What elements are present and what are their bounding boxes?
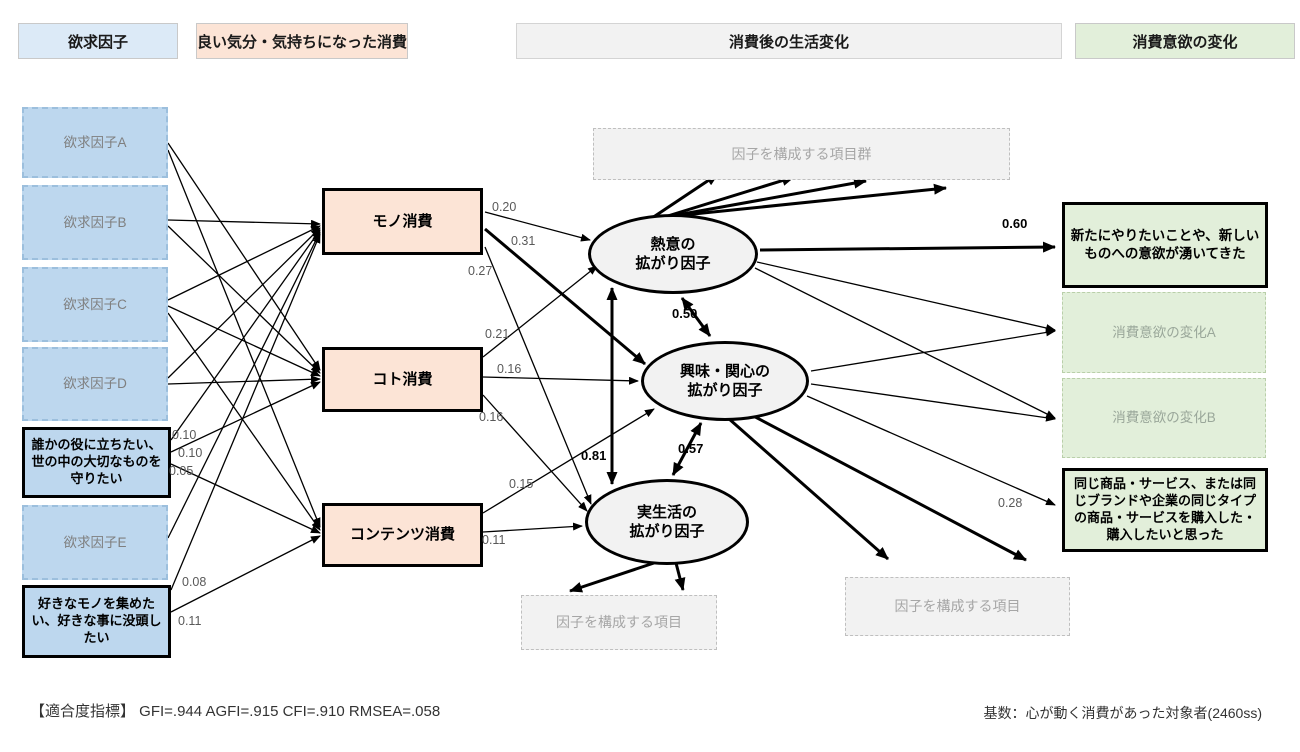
path-arrow [170, 535, 321, 613]
path-arrow [482, 522, 583, 533]
path-arrow [167, 227, 321, 379]
coef-mono-real-life: 0.27 [468, 264, 493, 278]
path-arrow [170, 229, 321, 441]
desire-factor-a-box: 欲求因子A [22, 107, 168, 178]
mono-consumption-box: モノ消費 [322, 188, 483, 255]
coef-collect-contents: 0.11 [178, 614, 202, 628]
willingness-change-b-box: 消費意欲の変化B [1062, 378, 1266, 458]
coef-contents-real-life: 0.11 [482, 533, 506, 547]
repurchase-box: 同じ商品・サービス、または同じブランドや企業の同じタイプの商品・サービスを購入し… [1062, 468, 1268, 552]
indicator-items-box-right: 因子を構成する項目 [845, 577, 1070, 636]
path-arrow [482, 265, 598, 358]
header-life-change: 消費後の生活変化 [516, 23, 1062, 59]
coef-mono-enthusiasm: 0.20 [492, 200, 517, 214]
indicator-items-group-box: 因子を構成する項目群 [593, 128, 1010, 180]
desire-factor-c-box: 欲求因子C [22, 267, 168, 342]
coef-interest-repurchase: 0.28 [998, 496, 1023, 510]
path-arrow [167, 225, 321, 301]
contents-consumption-box: コンテンツ消費 [322, 503, 483, 567]
loading-arrow [743, 409, 1027, 562]
coef-mono-interest: 0.31 [511, 234, 536, 248]
loading-arrow [665, 177, 867, 219]
header-good-feeling-consumption: 良い気分・気持ちになった消費 [196, 23, 408, 59]
new-desire-box: 新たにやりたいことや、新しいものへの意欲が湧いてきた [1062, 202, 1268, 288]
enthusiasm-factor-ellipse: 熱意の 拡がり因子 [588, 214, 758, 294]
path-arrow [170, 463, 321, 534]
sample-base-note: 基数：心が動く消費があった対象者(2460ss) [983, 705, 1262, 721]
cov-interest-real-life: 0.57 [678, 441, 704, 456]
path-arrow [167, 305, 321, 377]
path-arrow [759, 241, 1056, 253]
path-arrow [167, 312, 321, 531]
path-arrow [167, 231, 321, 539]
indicator-items-box-left: 因子を構成する項目 [521, 595, 717, 650]
path-arrow [806, 395, 1056, 506]
coef-koto-real-life: 0.16 [479, 410, 504, 424]
coef-koto-enthusiasm: 0.21 [485, 327, 510, 341]
path-arrow [167, 375, 321, 385]
desire-help-others-box: 誰かの役に立ちたい、世の中の大切なものを守りたい [22, 427, 171, 498]
path-arrow [167, 225, 321, 374]
loading-arrow [674, 562, 686, 591]
path-arrow [810, 383, 1056, 422]
loading-arrow [569, 561, 655, 593]
coef-contents-interest: 0.15 [509, 477, 534, 491]
fit-indices-note: 【適合度指標】 GFI=.944 AGFI=.915 CFI=.910 RMSE… [30, 703, 441, 720]
loading-arrow [657, 175, 795, 221]
path-arrow [484, 211, 591, 242]
path-arrow [167, 142, 321, 371]
path-arrow [167, 219, 321, 228]
koto-consumption-box: コト消費 [322, 347, 483, 412]
cov-enthusiasm-interest: 0.50 [672, 306, 698, 321]
coef-collect-mono: 0.08 [182, 575, 207, 589]
cov-enthusiasm-real-life: 0.81 [581, 448, 607, 463]
desire-collect-favorites-box: 好きなモノを集めたい、好きな事に没頭したい [22, 585, 171, 658]
interest-factor-ellipse: 興味・関心の 拡がり因子 [641, 341, 809, 421]
desire-to-consumption-arrows [167, 142, 321, 613]
coef-help-others-contents: 0.05 [169, 464, 194, 478]
coef-enthusiasm-new-desire: 0.60 [1002, 216, 1028, 231]
desire-factor-e-box: 欲求因子E [22, 505, 168, 580]
real-life-factor-ellipse: 実生活の 拡がり因子 [585, 479, 749, 565]
header-willingness-change: 消費意欲の変化 [1075, 23, 1295, 59]
path-arrow [810, 328, 1056, 372]
coef-koto-interest: 0.16 [497, 362, 522, 376]
coef-help-others-mono: 0.10 [172, 428, 197, 442]
willingness-change-a-box: 消費意欲の変化A [1062, 292, 1266, 373]
path-arrow [482, 376, 639, 385]
desire-factor-d-box: 欲求因子D [22, 347, 168, 421]
path-arrow [756, 261, 1056, 332]
loading-arrow [727, 416, 889, 561]
header-desire-factors: 欲求因子 [18, 23, 178, 59]
coef-help-others-koto: 0.10 [178, 446, 203, 460]
path-arrow [170, 233, 321, 591]
desire-factor-b-box: 欲求因子B [22, 185, 168, 260]
loading-arrow [673, 183, 947, 218]
